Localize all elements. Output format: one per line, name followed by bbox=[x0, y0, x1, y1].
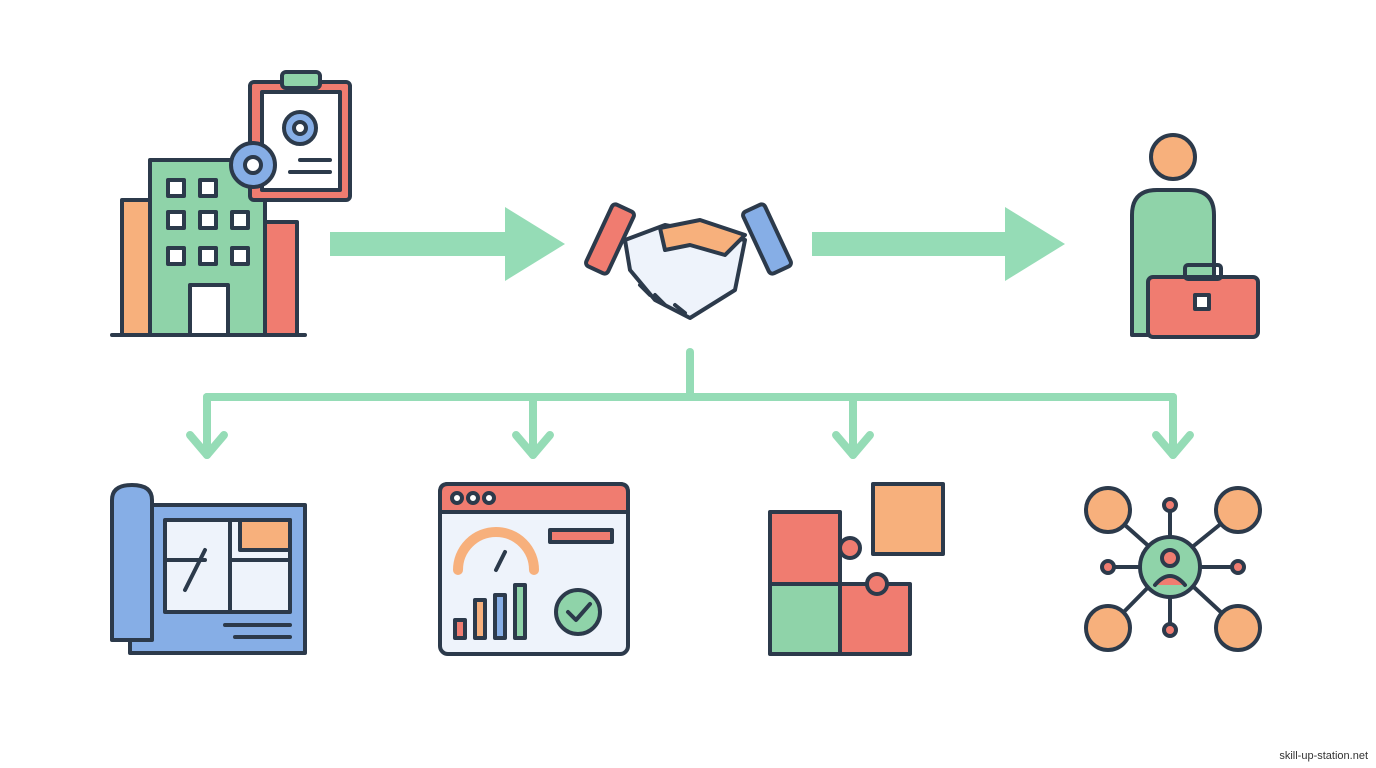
handshake-icon bbox=[584, 202, 793, 320]
branch-connector bbox=[186, 348, 1194, 459]
watermark: skill-up-station.net bbox=[1279, 750, 1368, 762]
employee-icon bbox=[1130, 133, 1260, 339]
network-icon bbox=[1084, 486, 1262, 652]
puzzle-icon bbox=[768, 482, 945, 656]
arrow-right-1 bbox=[330, 207, 565, 281]
clipboard-gear-icon bbox=[229, 70, 352, 202]
company-building-icon bbox=[110, 158, 307, 337]
arrow-right-2 bbox=[812, 207, 1065, 281]
blueprint-icon bbox=[110, 483, 307, 655]
dashboard-icon bbox=[438, 482, 630, 656]
